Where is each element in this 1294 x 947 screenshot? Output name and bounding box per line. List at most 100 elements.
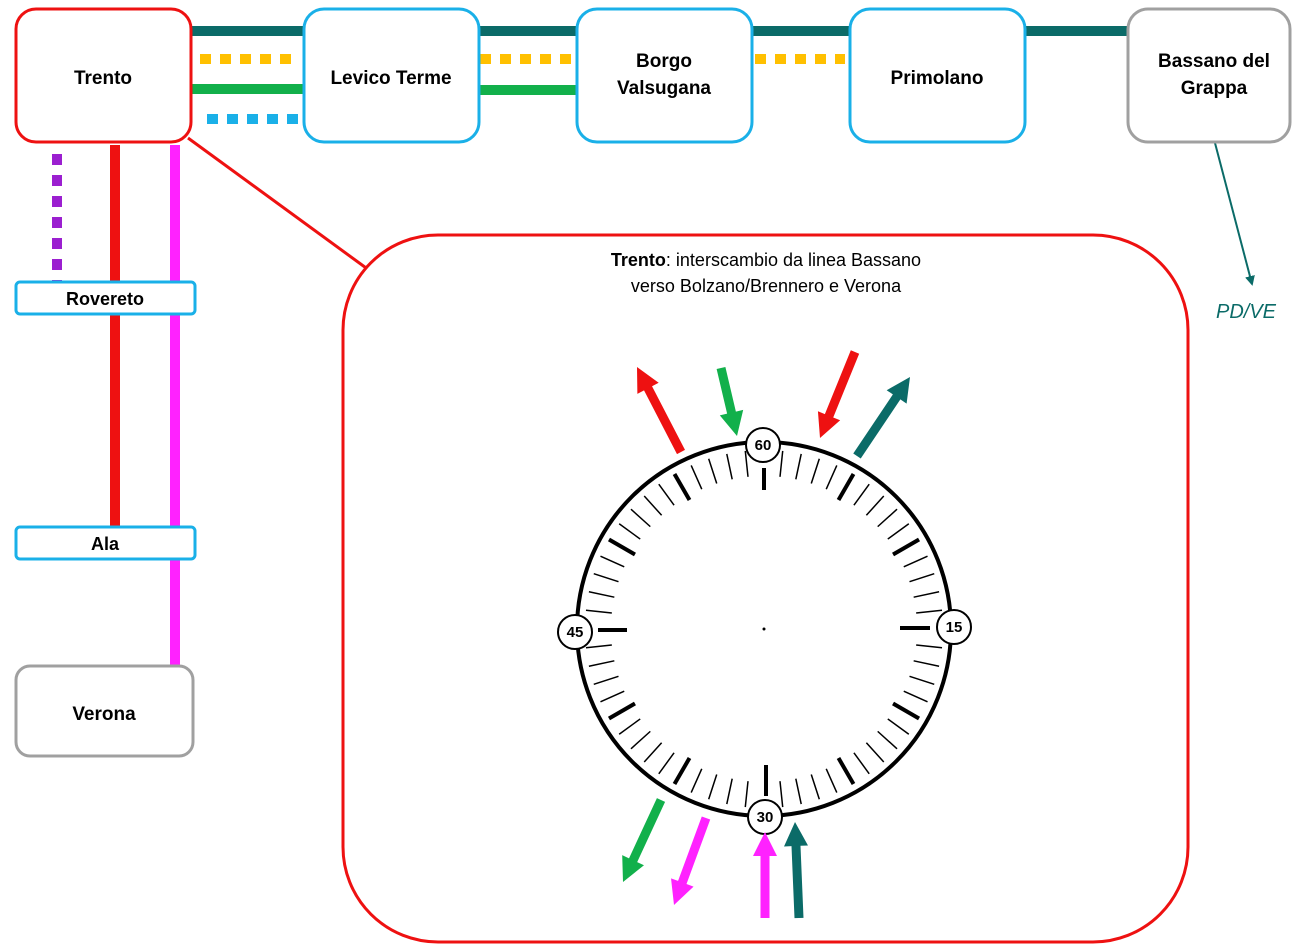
clock-minor-tick [726,778,733,805]
clock-label-45-text: 45 [567,624,584,641]
clock-major-tick [836,472,856,501]
clock-minor-tick [643,495,663,516]
clock-minor-tick [593,675,619,686]
clock-minor-tick [744,450,749,477]
clock-minor-tick [658,752,675,775]
clock-major-tick [892,537,921,557]
clock-label-30-text: 30 [757,809,774,826]
clock-minor-tick [810,458,821,484]
station-bassano-label-2: Grappa [1181,78,1248,99]
station-primolano: Primolano [848,7,1027,144]
clock-minor-tick [909,675,935,686]
station-bassano-label-1: Bassano del [1158,51,1270,72]
clock-minor-tick [853,483,870,506]
clock-center [762,627,766,631]
arrow-green-arrival-top [716,366,744,436]
clock-minor-tick [865,495,885,516]
clock-minor-tick [795,453,802,480]
clock-minor-tick [887,523,910,540]
clock-minor-tick [643,742,663,763]
clock-minor-tick [593,572,619,583]
inset-title-rest: : interscambio da linea Bassano [666,250,921,270]
clock-minor-tick [658,483,675,506]
clock-major-tick [672,757,692,786]
station-borgo-label-2: Valsugana [617,78,711,99]
clock-minor-tick [630,730,651,750]
clock-minor-tick [618,523,641,540]
arrow-magenta-departure-bottom [671,816,711,905]
inset-title-line1: Trento: interscambio da linea Bassano [611,250,921,270]
arrow-red-arrival-top [817,350,860,438]
arrow-shape [817,350,860,438]
clock-minor-tick [916,609,943,614]
clock-minor-tick [744,781,749,808]
clock-minor-tick [600,555,625,568]
station-borgo-label-1: Borgo [636,51,692,72]
clock-minor-tick [690,465,703,490]
clock-label-45: 45 [557,614,593,650]
station-verona-label: Verona [72,704,136,725]
clock-minor-tick [877,730,898,750]
station-ala-label: Ala [91,534,120,554]
clock-major-tick [892,701,921,721]
clock-minor-tick [913,660,940,667]
arrow-red-departure-top [637,367,685,455]
station-borgo: Borgo Valsugana [575,7,754,144]
arrow-shape [784,822,808,919]
clock-minor-tick [865,742,885,763]
clock-minor-tick [903,690,928,703]
clock-minor-tick [779,781,784,808]
station-ala: Ala [14,525,197,561]
station-verona: Verona [14,664,195,758]
clock-minor-tick [707,774,718,800]
clock-major-tick [836,757,856,786]
arrow-shape [716,366,744,436]
clock-label-60-text: 60 [755,437,772,454]
arrow-shape [637,367,685,455]
clock-minor-tick [909,572,935,583]
clock-minor-tick [779,450,784,477]
clock-minor-tick [618,718,641,735]
clock-minor-tick [726,453,733,480]
station-trento: Trento [14,7,193,144]
station-trento-label: Trento [74,68,132,89]
station-primolano-label: Primolano [891,68,984,89]
clock-minor-tick [887,718,910,735]
arrow-green-departure-bottom [622,798,666,882]
clock-label-15-text: 15 [946,619,963,636]
clock-major-tick [672,472,692,501]
clock-minor-tick [877,508,898,528]
clock-major-tick [607,537,636,557]
arrow-shape [622,798,666,882]
clock-label-30: 30 [747,799,783,835]
station-rovereto: Rovereto [14,280,197,316]
clock-minor-tick [585,644,612,649]
inset-title-bold: Trento [611,250,666,270]
station-rovereto-label: Rovereto [66,289,144,309]
clock-minor-tick [913,591,940,598]
clock-minor-tick [600,690,625,703]
station-levico: Levico Terme [302,7,481,144]
clock-ticks [585,450,943,808]
clock-minor-tick [630,508,651,528]
inset-title-line2: verso Bolzano/Brennero e Verona [631,276,902,296]
clock-minor-tick [825,465,838,490]
clock-minor-tick [690,768,703,793]
clock-minor-tick [588,660,615,667]
clock-minor-tick [810,774,821,800]
clock: 60 15 30 45 [557,427,972,835]
clock-minor-tick [916,644,943,649]
clock-minor-tick [588,591,615,598]
station-bassano: Bassano del Grappa [1126,7,1292,144]
inset-connector [187,136,374,275]
clock-major-tick [607,701,636,721]
arrow-magenta-arrival-bottom [753,832,777,918]
clock-label-15: 15 [936,609,972,645]
clock-label-60: 60 [745,427,781,463]
clock-minor-tick [707,458,718,484]
clock-minor-tick [853,752,870,775]
station-levico-label: Levico Terme [330,68,451,89]
clock-minor-tick [903,555,928,568]
arrow-shape [753,832,777,918]
